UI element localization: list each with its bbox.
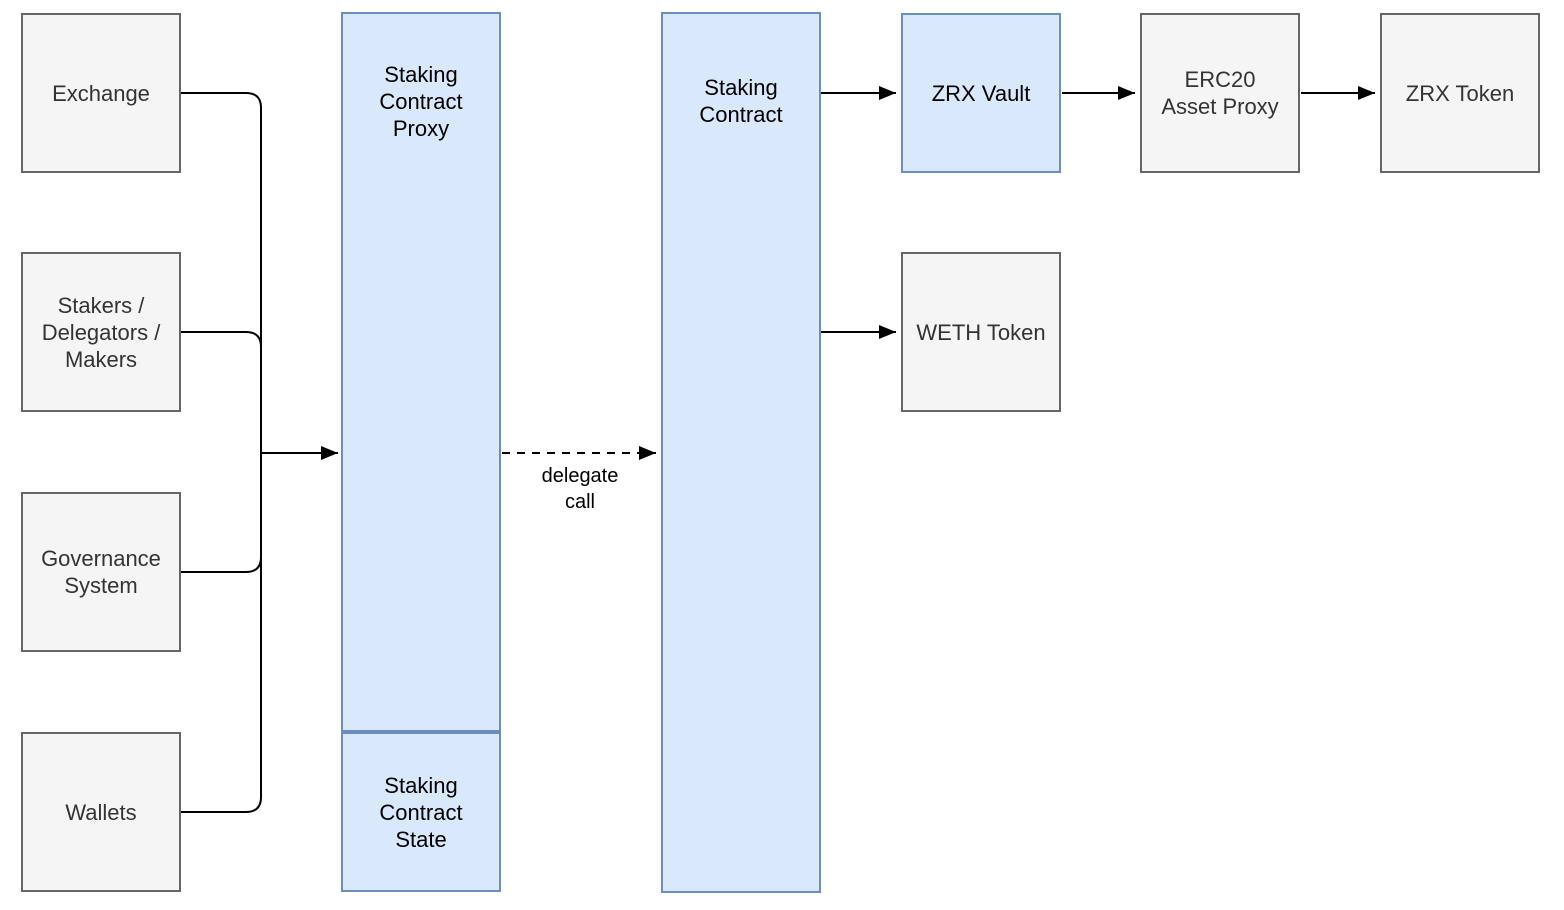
node-weth-token: WETH Token [901,252,1061,412]
node-stakers-delegators-makers-label: Stakers / Delegators / Makers [41,292,161,372]
delegate-call-edge-label: delegate call [541,465,619,513]
connector-governance-to-trunk [181,556,262,573]
node-stakers-delegators-makers: Stakers / Delegators / Makers [21,252,181,412]
node-erc20-asset-proxy: ERC20 Asset Proxy [1140,13,1300,173]
node-wallets-label: Wallets [65,799,137,825]
node-staking-contract: Staking Contract [661,12,821,893]
node-staking-contract-state: Staking Contract State [341,732,501,892]
node-staking-contract-proxy: Staking Contract Proxy [341,12,501,732]
connector-stakers-to-trunk [181,331,262,348]
node-zrx-token-label: ZRX Token [1405,80,1515,106]
node-erc20-asset-proxy-label: ERC20 Asset Proxy [1161,67,1279,119]
node-zrx-token: ZRX Token [1380,13,1540,173]
node-weth-token-label: WETH Token [916,319,1046,345]
connector-wallets-to-trunk [181,796,262,813]
node-wallets: Wallets [21,732,181,892]
node-exchange-label: Exchange [52,80,150,106]
connector-exchange-to-trunk [181,92,262,109]
node-governance-system: Governance System [21,492,181,652]
node-staking-contract-state-label: Staking Contract State [379,772,463,852]
node-zrx-vault: ZRX Vault [901,13,1061,173]
node-governance-system-label: Governance System [41,546,161,598]
node-zrx-vault-label: ZRX Vault [931,80,1031,106]
node-staking-contract-proxy-label: Staking Contract Proxy [379,62,463,141]
node-exchange: Exchange [21,13,181,173]
node-staking-contract-label: Staking Contract [699,75,783,127]
